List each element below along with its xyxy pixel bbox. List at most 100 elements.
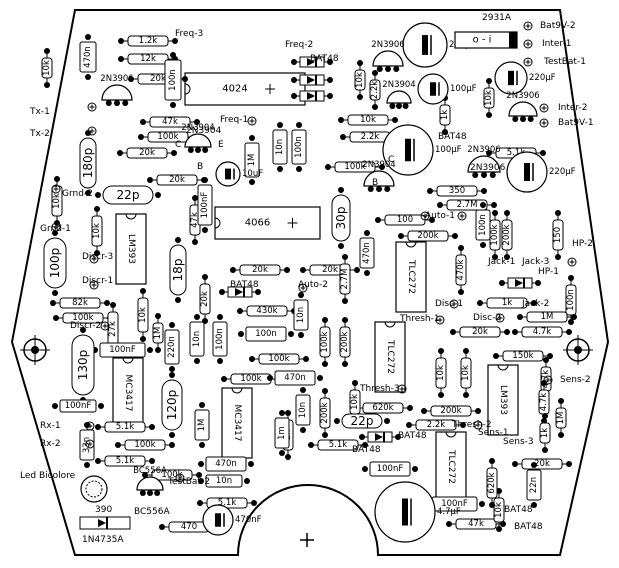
capacitor-value: 100nF	[377, 464, 404, 474]
capacitor-body	[164, 59, 182, 101]
transistor-body	[372, 50, 404, 67]
solder-pad	[199, 442, 205, 448]
solder-pad	[384, 186, 391, 192]
solder-pad	[338, 187, 344, 193]
silkscreen-label: Tx-2	[29, 129, 50, 139]
silkscreen-label: Disc-2	[473, 313, 501, 323]
capacitor-body	[71, 334, 95, 396]
resistor-body	[439, 104, 451, 126]
resistor-body	[137, 297, 149, 333]
resistor: 10k	[51, 176, 63, 226]
resistor: 350	[427, 185, 487, 197]
resistor: 5.1k	[95, 455, 155, 467]
silkscreen-label: BC556A	[134, 507, 170, 517]
capacitor-value: 100nF	[200, 192, 210, 219]
solder-pad	[52, 230, 58, 236]
test-pad	[87, 126, 97, 136]
resistor-body	[430, 405, 472, 417]
resistor-body	[483, 87, 495, 109]
test-pad	[51, 222, 61, 232]
capacitor-value: 30p	[334, 207, 348, 230]
transistor: 2N3904	[382, 80, 416, 109]
resistor: 100k	[489, 210, 501, 260]
solder-pad	[244, 478, 250, 484]
resistor: 10k	[435, 348, 447, 398]
solder-pad	[195, 147, 201, 153]
ic-chip: MC3417	[221, 387, 253, 459]
resistor-value: 2.7M	[340, 269, 350, 290]
resistor: 47k	[140, 116, 200, 128]
regulator-tab	[509, 32, 517, 48]
test-pad	[523, 21, 533, 31]
silkscreen-label: B	[372, 178, 378, 188]
silkscreen-label: Inter-1	[542, 39, 572, 49]
resistor-value: 470	[181, 522, 197, 532]
solder-pad	[479, 501, 485, 507]
transistor-part: 2N3906	[506, 91, 539, 101]
capacitor: 30p	[331, 187, 351, 249]
led-lens	[85, 480, 103, 498]
solder-pad	[288, 331, 294, 337]
capacitor: 100n	[212, 314, 228, 364]
solder-pad	[114, 100, 120, 106]
capacitor-value: 1M	[197, 419, 207, 432]
resistor-value: 47k	[162, 117, 178, 127]
capacitor-body	[43, 237, 67, 289]
solder-pad	[291, 59, 297, 65]
silkscreen-label: 2931A	[482, 13, 512, 23]
capacitor: 18p	[169, 237, 187, 303]
silkscreen-label: HP-1	[538, 267, 559, 277]
ic-label: TLC272	[385, 339, 395, 374]
elcap-value: 220µF	[529, 73, 556, 83]
resistor-value: 1.2k	[139, 36, 158, 46]
solder-pad	[175, 237, 181, 243]
resistor: 620k	[486, 458, 498, 508]
capacitor-value: 100nF	[109, 345, 136, 355]
solder-pad	[385, 66, 391, 72]
silkscreen-label: Bat9V-1	[558, 118, 594, 128]
ic-notch	[125, 213, 137, 220]
resistor: 200k	[319, 388, 331, 438]
test-pad-ring	[523, 21, 533, 31]
resistor-value: 20k	[322, 265, 338, 275]
solder-pad	[472, 172, 479, 178]
capacitor-body	[79, 137, 97, 189]
capacitor: 22p	[334, 413, 390, 429]
solder-pad	[198, 461, 204, 467]
capacitor-value: 1M	[247, 154, 257, 167]
capacitor: 100nF	[92, 342, 153, 358]
test-pad	[539, 103, 549, 113]
test-pad	[523, 39, 533, 49]
capacitor-value: 100n	[255, 329, 277, 339]
resistor-body	[41, 57, 53, 79]
test-pad	[539, 118, 549, 128]
capacitor: 120p	[161, 372, 183, 438]
test-pad-ring	[51, 184, 61, 194]
solder-pad	[169, 372, 175, 378]
capacitor-body	[59, 399, 97, 413]
resistor: 20k	[512, 458, 572, 470]
ic-chip: 4066	[214, 206, 321, 240]
capacitor-value: 33n	[82, 437, 92, 453]
resistor-value: 27k	[108, 321, 118, 337]
resistor-value: 1M	[153, 327, 163, 340]
resistor-value: 10k	[494, 502, 504, 518]
silkscreen-label: Tx-1	[29, 107, 50, 117]
silkscreen-label: E	[218, 140, 224, 150]
test-pad-ring	[539, 118, 549, 128]
resistor: 100k	[325, 161, 385, 173]
test-pad-ring	[51, 222, 61, 232]
capacitor-value: 100p	[48, 248, 62, 279]
resistor: 20k	[300, 264, 360, 276]
resistor: 1k	[477, 297, 537, 309]
capacitor-value: 10n	[275, 139, 285, 155]
ic-label: 4066	[245, 218, 270, 229]
resistor-value: 200k	[502, 224, 512, 245]
capacitor-value: 470n	[215, 459, 237, 469]
resistor-value: 1k	[502, 298, 512, 308]
resistor-body	[339, 263, 351, 295]
electrolytic-capacitor: 220µF	[506, 151, 576, 193]
solder-pad	[95, 192, 101, 198]
resistor: 470k	[455, 245, 467, 295]
